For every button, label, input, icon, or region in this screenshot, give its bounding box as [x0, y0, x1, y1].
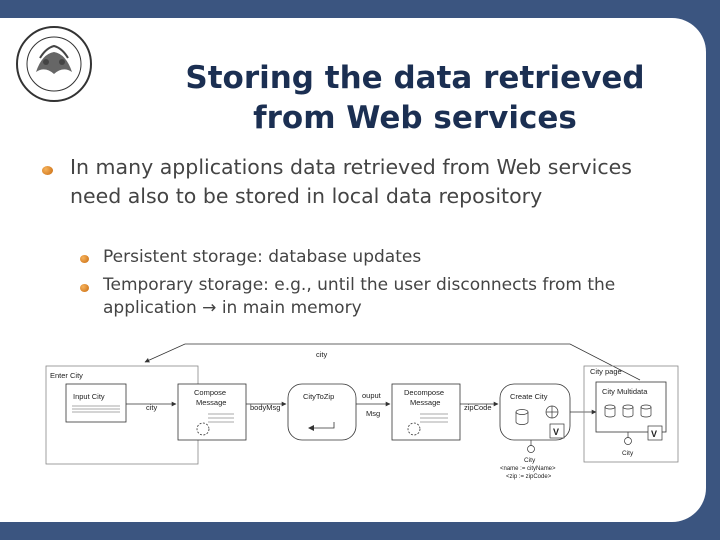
ok-link-box-1 [549, 423, 565, 439]
city-under-label: City [524, 457, 536, 464]
body-msg-label: bodyMsg [250, 403, 280, 412]
ouput-label-1: ouput [362, 391, 382, 400]
ok-link-box-2 [647, 425, 663, 441]
assign-2: <zip := zipCode> [506, 474, 552, 480]
title-line-1: Storing the data retrieved [185, 60, 645, 96]
v-label-2: V [651, 429, 657, 439]
enter-city-label: Enter City [50, 371, 83, 380]
sub-bullet-text-2: Temporary storage: e.g., until the user … [103, 275, 616, 318]
sub-bullet-text-1: Persistent storage: database updates [103, 247, 422, 267]
create-city-label: Create City [510, 392, 548, 401]
input-city-unit [65, 383, 127, 423]
ouput-label-2: Msg [366, 409, 380, 418]
v-label-1: V [553, 427, 559, 437]
city-multidata-unit [595, 381, 667, 433]
sub-bullet-icon [80, 255, 89, 263]
city-page [583, 365, 679, 463]
decompose-message-unit [391, 383, 461, 441]
city-link-top [144, 343, 641, 381]
page-title: Storing the data retrieved from Web serv… [140, 58, 690, 138]
city-to-zip-unit [287, 383, 357, 441]
input-city-label: Input City [73, 392, 105, 401]
city-page-label: City page [590, 367, 622, 376]
title-line-2: from Web services [253, 100, 577, 136]
city-right-label: City [622, 450, 634, 457]
city-top-label: city [316, 350, 328, 359]
city-to-zip-label: CityToZip [303, 392, 334, 401]
sub-bullet-icon [80, 284, 89, 292]
decompose-label-1: Decompose [404, 388, 444, 397]
bullet-icon [42, 166, 53, 175]
city-multidata-label: City Multidata [602, 387, 648, 396]
decompose-label-2: Message [410, 398, 440, 407]
compose-message-unit [177, 383, 247, 441]
assign-1: <name := cityName> [500, 466, 556, 472]
content-panel [0, 18, 706, 522]
compose-label-1: Compose [194, 388, 226, 397]
compose-label-2: Message [196, 398, 226, 407]
bottom-strip [0, 522, 720, 540]
city-link-label: city [146, 403, 158, 412]
webml-diagram: Enter City Input City city city Compose … [45, 343, 679, 480]
bullet-text: In many applications data retrieved from… [70, 155, 632, 208]
zip-code-label: zipCode [464, 403, 492, 412]
university-seal-icon [16, 26, 92, 102]
